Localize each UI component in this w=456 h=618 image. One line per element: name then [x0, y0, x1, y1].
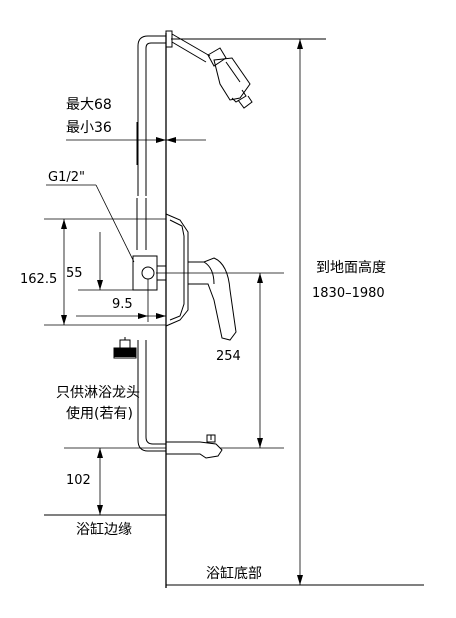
tub-bottom-label: 浴缸底部 [206, 565, 262, 582]
tub-spout [166, 434, 223, 459]
dim-102-label: 102 [66, 473, 91, 488]
dimension-254 [156, 272, 284, 449]
wall-thickness-dimension [66, 137, 206, 143]
min-label: 最小36 [66, 120, 112, 136]
riser-pipe [137, 35, 166, 452]
tub-edge-label: 浴缸边缘 [76, 521, 132, 538]
dim-254-label: 254 [216, 349, 241, 364]
dim-55-label: 55 [66, 266, 83, 281]
lever-handle [187, 257, 237, 341]
dimension-55 [78, 232, 134, 291]
max-label: 最大68 [66, 97, 112, 113]
shower-only-fitting-icon [113, 337, 137, 359]
floor-height-label: 到地面高度 [316, 259, 386, 276]
thread-label: G1/2" [48, 170, 85, 185]
note-line1: 只供淋浴龙头 [56, 385, 140, 401]
pipe-break-marks [136, 122, 147, 250]
shower-head [207, 47, 253, 109]
floor-range-label: 1830–1980 [312, 286, 385, 301]
dim-9-label: 9.5 [112, 297, 133, 312]
thread-leader [46, 184, 135, 263]
dimension-102 [64, 447, 166, 515]
dimension-floor-height [297, 39, 303, 585]
dimension-9-5 [76, 279, 166, 322]
top-wall-flange [165, 30, 173, 48]
dimension-162-5 [44, 218, 166, 326]
note-line2: 使用(若有) [66, 405, 133, 422]
dim-162-label: 162.5 [20, 272, 57, 287]
shower-arm [171, 33, 211, 63]
valve-plate [165, 213, 189, 327]
